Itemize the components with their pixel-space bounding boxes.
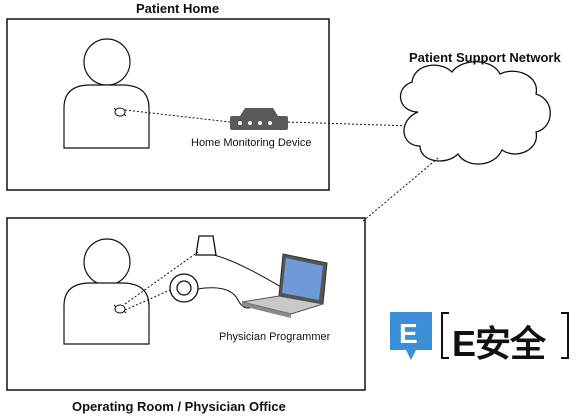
router-icon [230, 108, 288, 130]
watermark-bracket-left [441, 312, 449, 359]
programming-wand-icon [195, 235, 217, 256]
implant-monitor-link [124, 109, 231, 123]
laptop-icon [241, 253, 328, 318]
physician-programmer-label: Physician Programmer [219, 331, 331, 343]
watermark-bracket-right [561, 312, 569, 359]
support-network-title: Patient Support Network [409, 50, 561, 65]
watermark-letter: E [399, 318, 418, 349]
implant-icon [113, 107, 127, 117]
patient-home-box [6, 18, 330, 191]
watermark-text: E安全 [452, 323, 546, 364]
cloud-icon [400, 61, 551, 165]
monitor-network-link [287, 121, 413, 127]
operating-room-box [6, 217, 366, 391]
network-office-link [361, 157, 439, 223]
wand-cable [213, 254, 287, 291]
telemetry-coil-icon [169, 273, 199, 303]
operating-room-title: Operating Room / Physician Office [72, 399, 286, 414]
watermark-logo: E [390, 312, 569, 360]
patient-figure-office [63, 238, 150, 345]
implant-coil-link [124, 289, 171, 311]
implant-wand-link [124, 251, 199, 305]
implant-icon-office [113, 304, 127, 314]
home-monitoring-device-label: Home Monitoring Device [191, 137, 312, 149]
patient-home-title: Patient Home [136, 1, 220, 16]
patient-figure-home [63, 38, 150, 149]
